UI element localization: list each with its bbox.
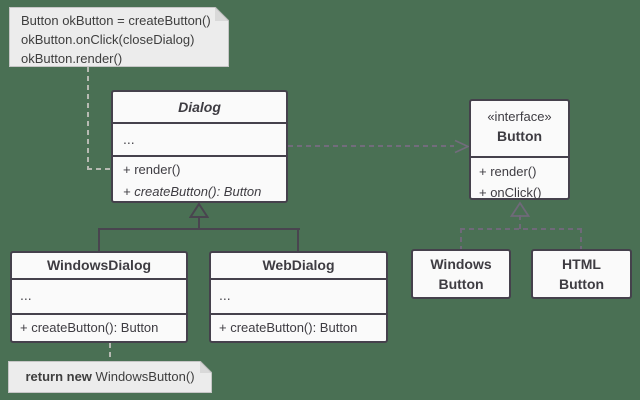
inheritance-line-stem xyxy=(198,216,200,229)
class-title: Dialog xyxy=(178,99,221,115)
return-note-rest: WindowsButton() xyxy=(91,369,195,384)
dependency-arrowhead-icon xyxy=(454,139,470,154)
class-title-line: Button xyxy=(438,276,484,292)
realization-line-windowsbutton xyxy=(460,228,462,249)
note-fold-icon xyxy=(215,7,229,21)
note-code-line: okButton.onClick(closeDialog) xyxy=(21,32,195,47)
inheritance-line-crossbar xyxy=(98,228,300,230)
methods-compartment: + render() + createButton(): Button xyxy=(113,155,286,203)
note-fold-icon xyxy=(200,361,212,373)
class-dialog: Dialog ... + render() + createButton(): … xyxy=(111,90,288,203)
attributes-compartment: ... xyxy=(113,122,286,155)
methods-compartment: + createButton(): Button xyxy=(211,313,386,341)
client-code-note: Button okButton = createButton() okButto… xyxy=(9,7,229,67)
class-title-line: Windows xyxy=(430,256,492,272)
class-html-button: HTML Button xyxy=(531,249,632,299)
note-dialog-connector-vertical xyxy=(87,67,89,170)
realization-line-stem xyxy=(519,215,521,229)
class-title: WebDialog xyxy=(262,257,335,273)
note-windowsdialog-connector xyxy=(109,343,111,361)
method-entry: + onClick() xyxy=(479,185,542,200)
realization-line-crossbar xyxy=(460,228,581,230)
class-title: «interface» Button xyxy=(471,101,568,156)
return-note: return new WindowsButton() xyxy=(8,361,212,393)
note-dialog-connector-horizontal xyxy=(87,168,111,170)
class-title-line: Button xyxy=(558,276,605,292)
method-entry: + createButton(): Button xyxy=(219,320,358,335)
class-web-dialog: WebDialog ... + createButton(): Button xyxy=(209,251,388,343)
interface-button: «interface» Button + render() + onClick(… xyxy=(469,99,570,200)
method-entry: + render() xyxy=(123,162,181,177)
inheritance-line-windowsdialog xyxy=(98,228,100,251)
note-code-line: okButton.render() xyxy=(21,51,123,66)
method-entry: + createButton(): Button xyxy=(20,320,159,335)
attributes-compartment: ... xyxy=(12,278,186,313)
inheritance-line-webdialog xyxy=(297,228,299,251)
class-title: WindowsDialog xyxy=(46,257,152,273)
method-entry: + createButton(): Button xyxy=(123,184,262,199)
attributes-compartment: ... xyxy=(211,278,386,313)
note-code-line: Button okButton = createButton() xyxy=(21,13,211,28)
realization-line-htmlbutton xyxy=(580,228,582,249)
methods-compartment: + render() + onClick() xyxy=(471,156,568,202)
class-windows-dialog: WindowsDialog ... + createButton(): Butt… xyxy=(10,251,188,343)
method-entry: + render() xyxy=(479,164,537,179)
methods-compartment: + createButton(): Button xyxy=(12,313,186,341)
class-title-line: HTML xyxy=(562,256,601,272)
dependency-line-dialog-to-button xyxy=(288,145,454,147)
return-note-bold: return new xyxy=(25,369,92,384)
return-note-text: return new WindowsButton() xyxy=(9,362,211,392)
interface-name: Button xyxy=(496,128,543,144)
class-windows-button: Windows Button xyxy=(411,249,511,299)
interface-stereotype: «interface» xyxy=(487,109,552,124)
